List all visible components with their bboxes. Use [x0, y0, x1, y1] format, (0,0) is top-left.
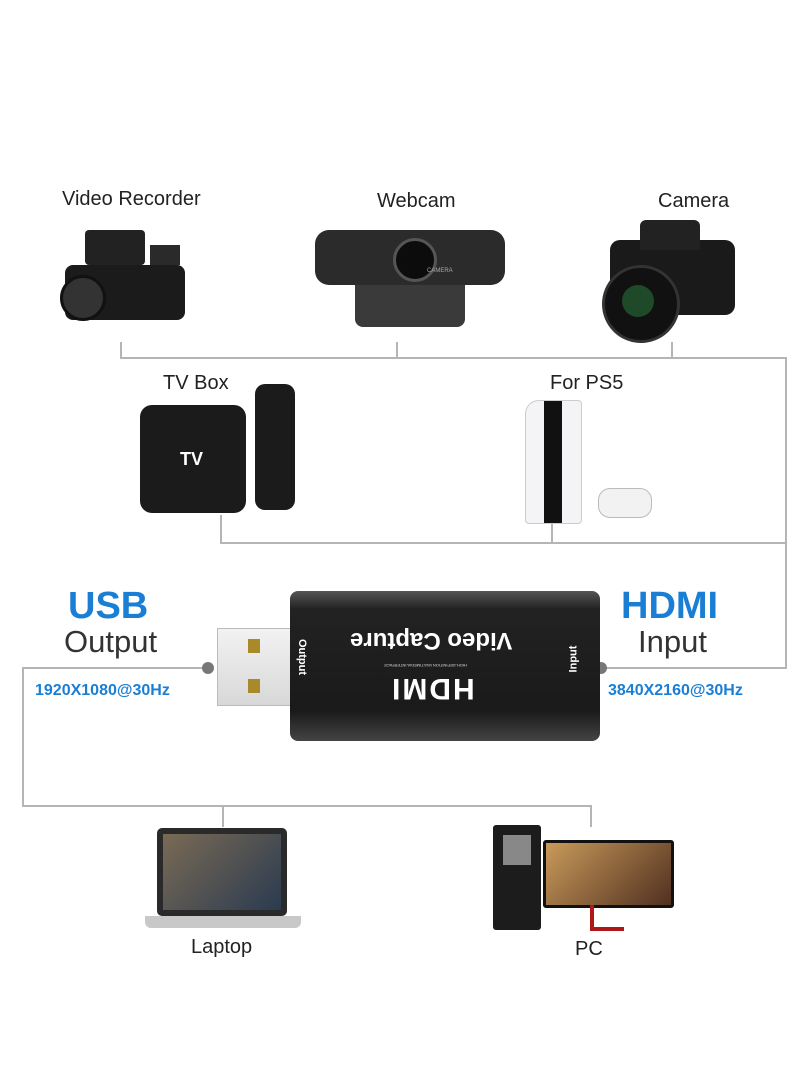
hdmi-input-line	[600, 667, 787, 669]
video-recorder-image	[60, 220, 190, 330]
usb-plug-image	[217, 628, 297, 706]
bottom-bus-line	[22, 805, 592, 807]
camera-label: Camera	[658, 190, 730, 212]
tv-box-image: TV	[140, 405, 246, 513]
mid-bus-line	[220, 542, 786, 544]
webcam-image: CAMERA	[315, 230, 505, 330]
usb-connection-dot	[202, 662, 214, 674]
pc-label: PC	[575, 938, 603, 960]
connector-line	[590, 805, 592, 827]
connector-line	[120, 342, 122, 358]
connector-line	[671, 342, 673, 358]
device-tagline: HIGH-DEFINITION MULTIMEDIA INTERFACE	[384, 663, 467, 668]
hdmi-logo: HDMI	[390, 672, 475, 705]
usb-title: USB	[68, 585, 149, 627]
tv-remote-image	[255, 384, 295, 510]
capture-card-image: Video Capture HIGH-DEFINITION MULTIMEDIA…	[290, 591, 600, 741]
connector-line	[220, 515, 222, 543]
ps5-controller-image	[598, 488, 652, 518]
ps5-console-image	[525, 400, 582, 524]
connector-line	[551, 522, 553, 543]
top-bus-line	[120, 357, 786, 359]
webcam-label: Webcam	[377, 190, 456, 212]
camera-image	[600, 215, 740, 343]
webcam-brand: CAMERA	[427, 268, 453, 274]
usb-output-line	[22, 667, 210, 669]
device-title: Video Capture	[350, 627, 513, 654]
tv-box-label: TV Box	[163, 372, 229, 394]
right-bus-line	[785, 357, 787, 669]
input-port-label: Input	[567, 645, 580, 673]
connector-line	[396, 342, 398, 358]
usb-spec: 1920X1080@30Hz	[35, 682, 170, 699]
hdmi-subtitle: Input	[638, 624, 707, 659]
usb-subtitle: Output	[64, 624, 158, 659]
ps5-label: For PS5	[550, 372, 624, 394]
laptop-image	[145, 828, 301, 933]
video-recorder-label: Video Recorder	[62, 188, 201, 210]
pc-tower-image	[493, 825, 541, 930]
connector-line	[222, 805, 224, 827]
pc-monitor-image	[543, 840, 674, 908]
left-bus-line	[22, 667, 24, 807]
hdmi-spec: 3840X2160@30Hz	[608, 682, 743, 699]
tv-logo: TV	[180, 449, 204, 469]
monitor-stand	[590, 905, 624, 931]
hdmi-title: HDMI	[621, 585, 719, 627]
output-port-label: Output	[296, 638, 309, 676]
laptop-label: Laptop	[191, 936, 253, 958]
